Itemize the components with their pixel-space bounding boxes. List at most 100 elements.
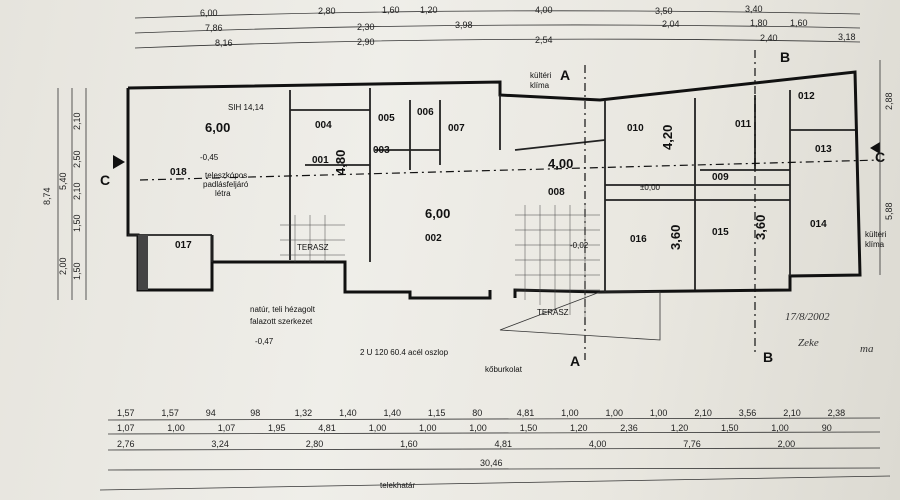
area-016: 3,60 <box>668 225 683 250</box>
bottom-row1-value: 4,81 <box>517 408 535 418</box>
top-dim-14: 8,16 <box>215 38 233 48</box>
room-011-label: 011 <box>735 119 752 130</box>
bottom-row1-value: 2,38 <box>828 408 846 418</box>
bottom-row1-value: 1,32 <box>295 408 313 418</box>
left-dim-8: 1,50 <box>72 262 82 280</box>
note-sih: SIH 14,14 <box>228 103 264 112</box>
left-dim-7: 2,00 <box>58 257 68 275</box>
handwritten-word-1: Zeke <box>798 337 819 349</box>
section-b-bottom: B <box>763 349 773 365</box>
bottom-row3-value: 7,76 <box>683 439 701 449</box>
room-017-label: 017 <box>175 240 192 251</box>
section-a-bottom: A <box>570 353 580 369</box>
bottom-row2-value: 90 <box>822 423 832 433</box>
bottom-row2-value: 1,20 <box>671 423 689 433</box>
section-c-left: C <box>100 172 110 188</box>
top-dimension-lines <box>134 10 861 49</box>
note-terrace-1: TERASZ <box>297 243 329 252</box>
room-006-label: 006 <box>417 107 434 118</box>
handwritten-date: 17/8/2002 <box>785 311 830 323</box>
note-level-2: ±0,00 <box>640 183 661 192</box>
bottom-row2-value: 4,81 <box>318 423 336 433</box>
top-dim-1: 6,00 <box>200 8 218 18</box>
top-dim-5: 4,00 <box>535 5 553 15</box>
bottom-row3-value: 2,00 <box>778 439 796 449</box>
note-level-3: -0,47 <box>255 337 274 346</box>
bottom-row2-value: 1,07 <box>117 423 135 433</box>
bottom-row1-value: 1,57 <box>117 408 135 418</box>
top-dim-15: 2,90 <box>357 37 375 47</box>
left-dim-6: 1,50 <box>72 214 82 232</box>
bottom-row1-value: 2,10 <box>783 408 801 418</box>
bottom-row1-value: 1,00 <box>650 408 668 418</box>
section-c-right-arrow <box>870 142 880 154</box>
bottom-row1-value: 2,10 <box>694 408 712 418</box>
bottom-row3-value: 2,76 <box>117 439 135 449</box>
top-dim-9: 2,30 <box>357 22 375 32</box>
note-level-4: -0,02 <box>570 241 589 250</box>
bottom-row2-value: 1,07 <box>218 423 236 433</box>
note-joint-1: natúr, teli hézagolt <box>250 305 316 314</box>
bottom-row1-value: 1,15 <box>428 408 446 418</box>
note-boundary: telekhatár <box>380 481 415 490</box>
section-b-top: B <box>780 49 790 65</box>
bottom-row1-value: 1,57 <box>161 408 179 418</box>
note-ladder-1: teleszkópos <box>205 171 247 180</box>
room-012-label: 012 <box>798 91 815 102</box>
room-015-label: 015 <box>712 227 729 238</box>
bottom-row2-value: 1,00 <box>369 423 387 433</box>
bottom-row2-value: 2,36 <box>620 423 638 433</box>
top-dim-8: 7,86 <box>205 23 223 33</box>
bottom-row3-value: 1,60 <box>400 439 418 449</box>
right-dim-2: 5,88 <box>884 202 894 220</box>
left-dim-2: 5,40 <box>58 172 68 190</box>
top-dim-13: 1,60 <box>790 18 808 28</box>
bottom-row2-value: 1,00 <box>419 423 437 433</box>
top-dim-17: 2,40 <box>760 33 778 43</box>
note-climate-4: klíma <box>865 240 885 249</box>
bottom-dim-row-2: 1,07 1,00 1,07 1,95 4,81 1,00 1,00 1,00 1,50 1,20… <box>117 423 832 433</box>
area-015: 3,60 <box>753 215 768 240</box>
bottom-row2-value: 1,50 <box>520 423 538 433</box>
top-dim-7: 3,40 <box>745 4 763 14</box>
top-dim-12: 1,80 <box>750 18 768 28</box>
top-dim-2: 2,80 <box>318 6 336 16</box>
left-dim-1: 8,74 <box>42 187 52 205</box>
note-ladder-2: padlásfeljáró <box>203 180 249 189</box>
bottom-row2-value: 1,50 <box>721 423 739 433</box>
note-level-1: -0,45 <box>200 153 219 162</box>
top-dim-18: 3,18 <box>838 32 856 42</box>
bottom-row2-value: 1,95 <box>268 423 286 433</box>
room-005-label: 005 <box>378 113 395 124</box>
area-010: 4,20 <box>660 125 675 150</box>
handwritten-word-2: ma <box>860 343 874 355</box>
room-018-label: 018 <box>170 167 187 178</box>
bottom-row2-value: 1,20 <box>570 423 588 433</box>
bottom-row2-value: 1,00 <box>167 423 185 433</box>
bottom-row1-value: 1,00 <box>606 408 624 418</box>
interior-walls <box>128 88 855 292</box>
bottom-row1-value: 1,00 <box>561 408 579 418</box>
bottom-row3-value: 3,24 <box>211 439 229 449</box>
room-008-label: 008 <box>548 187 565 198</box>
area-008: 4,00 <box>548 156 573 171</box>
note-terrace-2: TERASZ <box>537 308 569 317</box>
top-dim-16: 2,54 <box>535 35 553 45</box>
bottom-row3-value: 2,80 <box>306 439 324 449</box>
terrace-hatch <box>280 205 661 341</box>
room-001-label: 001 <box>312 155 329 166</box>
room-009-label: 009 <box>712 172 729 183</box>
section-c-left-arrow <box>113 155 125 169</box>
room-014-label: 014 <box>810 219 827 230</box>
note-paving: kőburkolat <box>485 365 523 374</box>
note-joint-2: falazott szerkezet <box>250 317 313 326</box>
bottom-row2-value: 1,00 <box>771 423 789 433</box>
right-dim-1: 2,88 <box>884 92 894 110</box>
bottom-row1-value: 80 <box>472 408 482 418</box>
room-016-label: 016 <box>630 234 647 245</box>
room-010-label: 010 <box>627 123 644 134</box>
section-a-top: A <box>560 67 570 83</box>
bottom-row1-value: 1,40 <box>384 408 402 418</box>
